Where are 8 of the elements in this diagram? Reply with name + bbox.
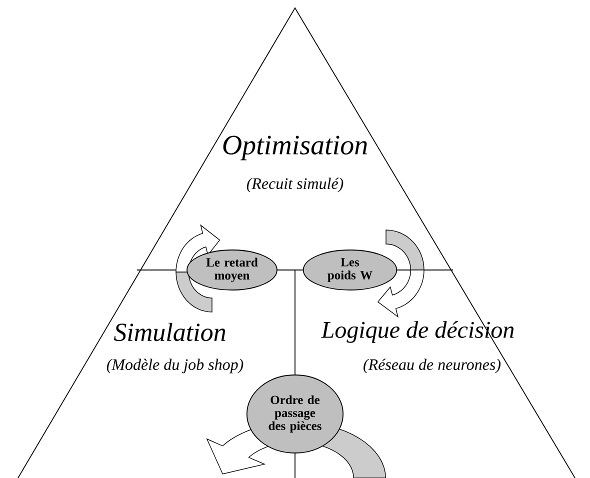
region-title: Simulation	[114, 322, 226, 342]
region-subtitle: (Modèle du job shop)	[106, 358, 244, 374]
ellipse-node: Le retard moyen	[186, 250, 278, 290]
ellipse-node: Ordre de passage des pièces	[246, 374, 344, 454]
ellipse-node: Les poids W	[302, 250, 398, 290]
region-subtitle: (Réseau de neurones)	[364, 358, 501, 374]
region-subtitle: (Recuit simulé)	[246, 178, 344, 192]
region-title: Optimisation	[223, 136, 367, 160]
